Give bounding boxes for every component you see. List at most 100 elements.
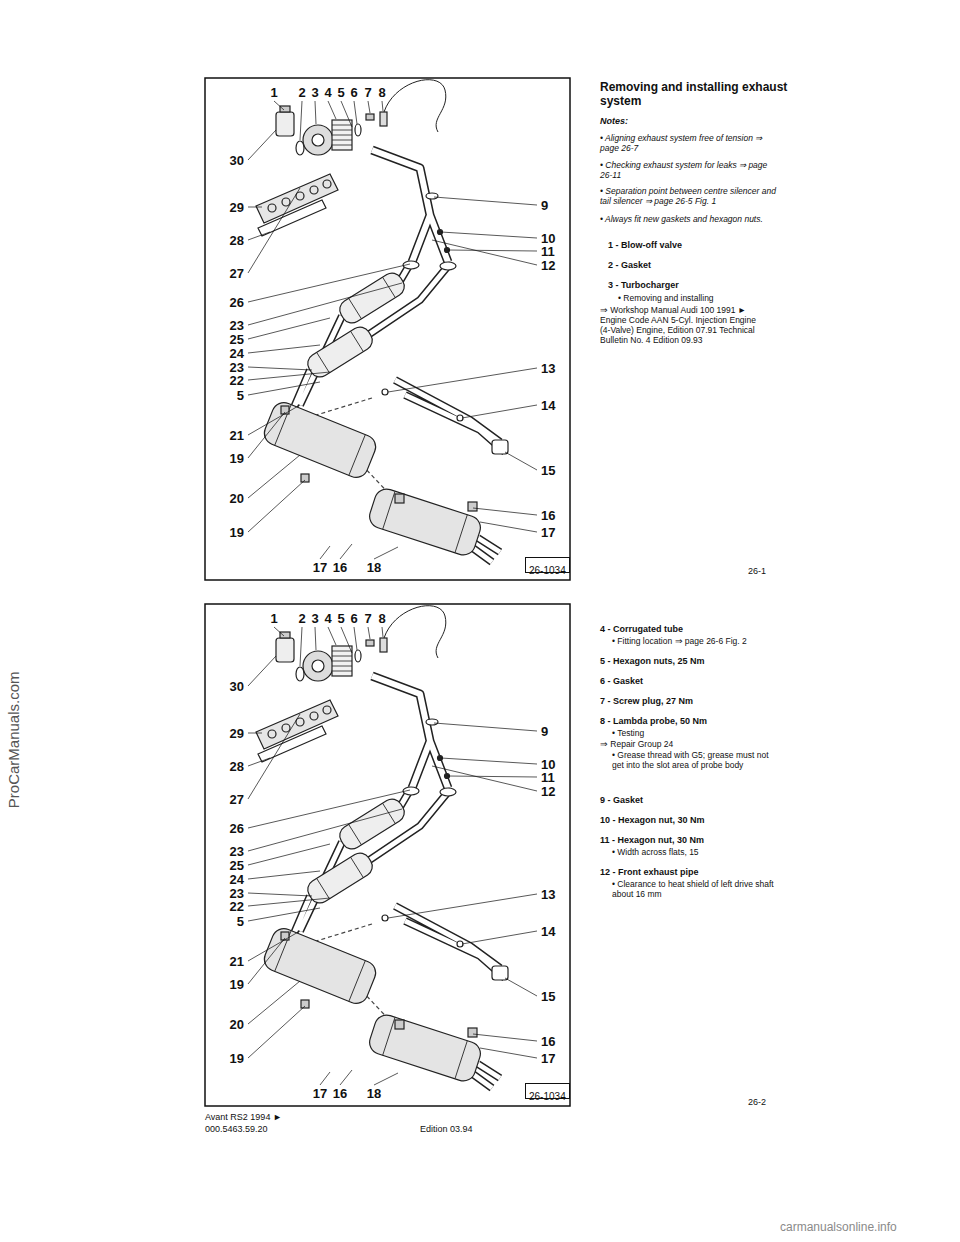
- callout-number: 8: [378, 86, 385, 99]
- illustration-part: [274, 101, 383, 140]
- manual-text: 12 - Front exhaust pipe: [600, 867, 699, 878]
- callout-number: 23: [230, 319, 244, 332]
- manual-text: • Grease thread with G5; grease must not…: [612, 750, 782, 770]
- page-heading: Removing and installing exhaust system: [600, 80, 790, 108]
- manual-text: 4 - Corrugated tube: [600, 624, 683, 635]
- illustration-part: [372, 150, 448, 262]
- tail-silencer: [367, 486, 484, 558]
- callout-number: 30: [230, 680, 244, 693]
- callout-number: 14: [541, 399, 555, 412]
- callout-number: 20: [230, 492, 244, 505]
- illustration-part: [355, 124, 361, 136]
- manual-text: 7 - Screw plug, 27 Nm: [600, 696, 693, 707]
- callout-number: 29: [230, 727, 244, 740]
- callout-number: 16: [333, 1087, 347, 1100]
- callout-number: 11: [541, 771, 555, 784]
- callout-number: 19: [230, 452, 244, 465]
- callout-number: 10: [541, 758, 555, 771]
- callout-number: 18: [367, 561, 381, 574]
- manual-text: 8 - Lambda probe, 50 Nm: [600, 716, 707, 727]
- callout-number: 19: [230, 978, 244, 991]
- callout-number: 2: [298, 86, 305, 99]
- illustration-part: [440, 262, 456, 270]
- callout-number: 28: [230, 760, 244, 773]
- illustration-part: [268, 204, 276, 212]
- manual-text: 3 - Turbocharger: [608, 280, 679, 291]
- clamp: [492, 440, 508, 454]
- manual-text: Notes:: [600, 116, 628, 127]
- callout-number: 15: [541, 990, 555, 1003]
- callout-number: 12: [541, 259, 555, 272]
- manual-text: 9 - Gasket: [600, 795, 643, 806]
- callout-number: 15: [541, 464, 555, 477]
- illustration-part: [292, 264, 505, 562]
- manifold-gasket: [258, 200, 326, 236]
- callout-number: 23: [230, 845, 244, 858]
- hanger: [281, 406, 289, 414]
- callout-number: 16: [541, 1035, 555, 1048]
- callout-number: 24: [230, 347, 244, 360]
- manual-text: Edition 03.94: [420, 1124, 473, 1135]
- illustration-part: [317, 331, 364, 373]
- illustration-part: [372, 150, 448, 262]
- figure-tag: 26-1034: [525, 557, 570, 573]
- callout-number: 5: [337, 612, 344, 625]
- callout-number: 7: [364, 612, 371, 625]
- manual-text: • Testing: [612, 728, 644, 738]
- manual-text: 5 - Hexagon nuts, 25 Nm: [600, 656, 705, 667]
- illustration-part: [382, 389, 388, 395]
- callout-number: 17: [313, 1087, 327, 1100]
- illustration-part: [349, 277, 396, 319]
- manual-text: 6 - Gasket: [600, 676, 643, 687]
- manual-text: • Checking exhaust system for leaks ⇒ pa…: [600, 160, 778, 180]
- callout-number: 16: [541, 509, 555, 522]
- blow-off-valve: [276, 112, 294, 136]
- manual-text: ⇒ Repair Group 24: [600, 739, 673, 749]
- illustration-part: [367, 486, 484, 558]
- watermark: carmanualsonline.info: [780, 1220, 897, 1234]
- watermark: ProCarManuals.com: [5, 620, 23, 860]
- callout-number: 25: [230, 859, 244, 872]
- centre-silencer: [261, 399, 379, 481]
- manual-text: • Removing and installing: [618, 293, 714, 303]
- gasket: [296, 141, 304, 155]
- manual-text: 26-1: [748, 566, 766, 577]
- figure-number: 26-1034: [529, 1092, 566, 1102]
- figure-number: 26-1034: [529, 566, 566, 576]
- illustration-part: [383, 491, 468, 553]
- callout-number: 2: [298, 612, 305, 625]
- exhaust-exploded-view: [205, 78, 570, 580]
- callout-number: 18: [367, 1087, 381, 1100]
- illustration-part: [426, 193, 438, 199]
- manual-text: 11 - Hexagon nut, 30 Nm: [600, 835, 704, 846]
- callout-number: 14: [541, 925, 555, 938]
- callout-number: 11: [541, 245, 555, 258]
- leader-lines: [248, 101, 537, 559]
- figure-frame: [205, 78, 570, 580]
- illustration-part: [282, 198, 290, 206]
- illustration-part: [248, 130, 410, 532]
- illustration-part: [323, 180, 331, 188]
- callout-number: 5: [237, 389, 244, 402]
- callout-number: 21: [230, 955, 244, 968]
- hanger: [468, 502, 477, 511]
- manual-text: 26-2: [748, 1097, 766, 1108]
- callout-number: 19: [230, 526, 244, 539]
- turbocharger: [303, 125, 333, 155]
- illustration-part: [304, 323, 376, 380]
- manual-text: 2 - Gasket: [608, 260, 651, 271]
- callout-number: 27: [230, 793, 244, 806]
- callout-number: 17: [541, 526, 555, 539]
- manual-text: 1 - Blow-off valve: [608, 240, 682, 251]
- callout-number: 27: [230, 267, 244, 280]
- callout-number: 28: [230, 234, 244, 247]
- callout-number: 4: [324, 612, 331, 625]
- illustration-part: [310, 186, 318, 194]
- manual-text: Avant RS2 1994 ►: [205, 1112, 282, 1123]
- illustration-part: [388, 197, 537, 532]
- illustration-part: [312, 134, 324, 146]
- screw-plug: [366, 114, 374, 120]
- callout-number: 17: [541, 1052, 555, 1065]
- callout-number: 22: [230, 374, 244, 387]
- manual-text: • Clearance to heat shield of left drive…: [612, 879, 782, 899]
